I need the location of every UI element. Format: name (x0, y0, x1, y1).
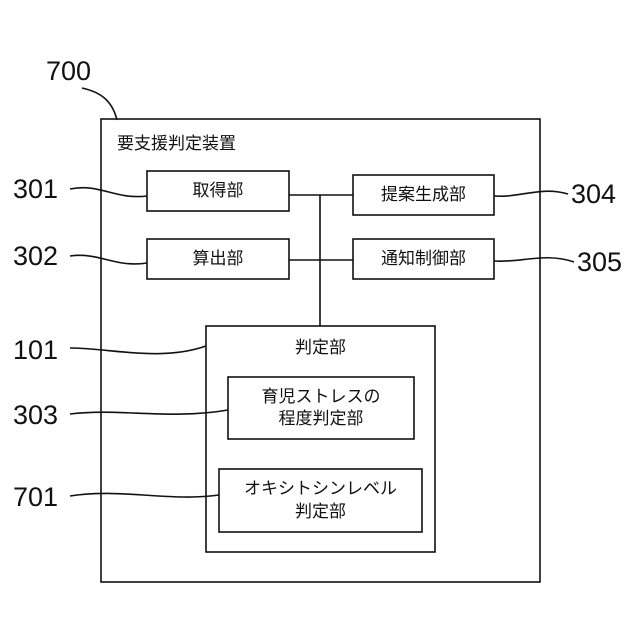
notification-unit-text: 通知制御部 (381, 248, 466, 270)
judgment-unit-text: 判定部 (295, 337, 346, 359)
oxytocin-unit-line1: オキシトシンレベル (244, 478, 397, 500)
ref-701: 701 (13, 484, 58, 511)
leader-304 (494, 191, 568, 196)
ref-304: 304 (571, 181, 616, 208)
device-title: 要支援判定装置 (117, 136, 236, 153)
ref-305: 305 (577, 249, 622, 276)
oxytocin-unit-label: オキシトシンレベル 判定部 (219, 469, 422, 532)
proposal-unit-label: 提案生成部 (353, 175, 494, 215)
proposal-unit-text: 提案生成部 (381, 184, 466, 206)
leader-303 (70, 410, 228, 414)
ref-301: 301 (13, 176, 58, 203)
notification-unit-label: 通知制御部 (353, 239, 494, 279)
ref-101: 101 (13, 337, 58, 364)
calculation-unit-label: 算出部 (147, 239, 289, 279)
stress-unit-line1: 育児ストレスの (262, 386, 381, 408)
oxytocin-unit-line2: 判定部 (295, 501, 346, 523)
stress-unit-label: 育児ストレスの 程度判定部 (228, 377, 414, 439)
calculation-unit-text: 算出部 (193, 248, 244, 270)
judgment-unit-label: 判定部 (206, 336, 435, 360)
ref-302: 302 (13, 243, 58, 270)
stress-unit-line2: 程度判定部 (279, 408, 364, 430)
leader-701 (70, 493, 219, 497)
leader-700 (82, 88, 117, 120)
leader-101 (70, 346, 206, 354)
ref-303: 303 (13, 402, 58, 429)
leader-305 (494, 258, 574, 262)
acquisition-unit-label: 取得部 (147, 171, 289, 211)
acquisition-unit-text: 取得部 (193, 180, 244, 202)
ref-700: 700 (46, 58, 91, 85)
leader-301 (70, 188, 147, 197)
leader-302 (70, 255, 147, 264)
